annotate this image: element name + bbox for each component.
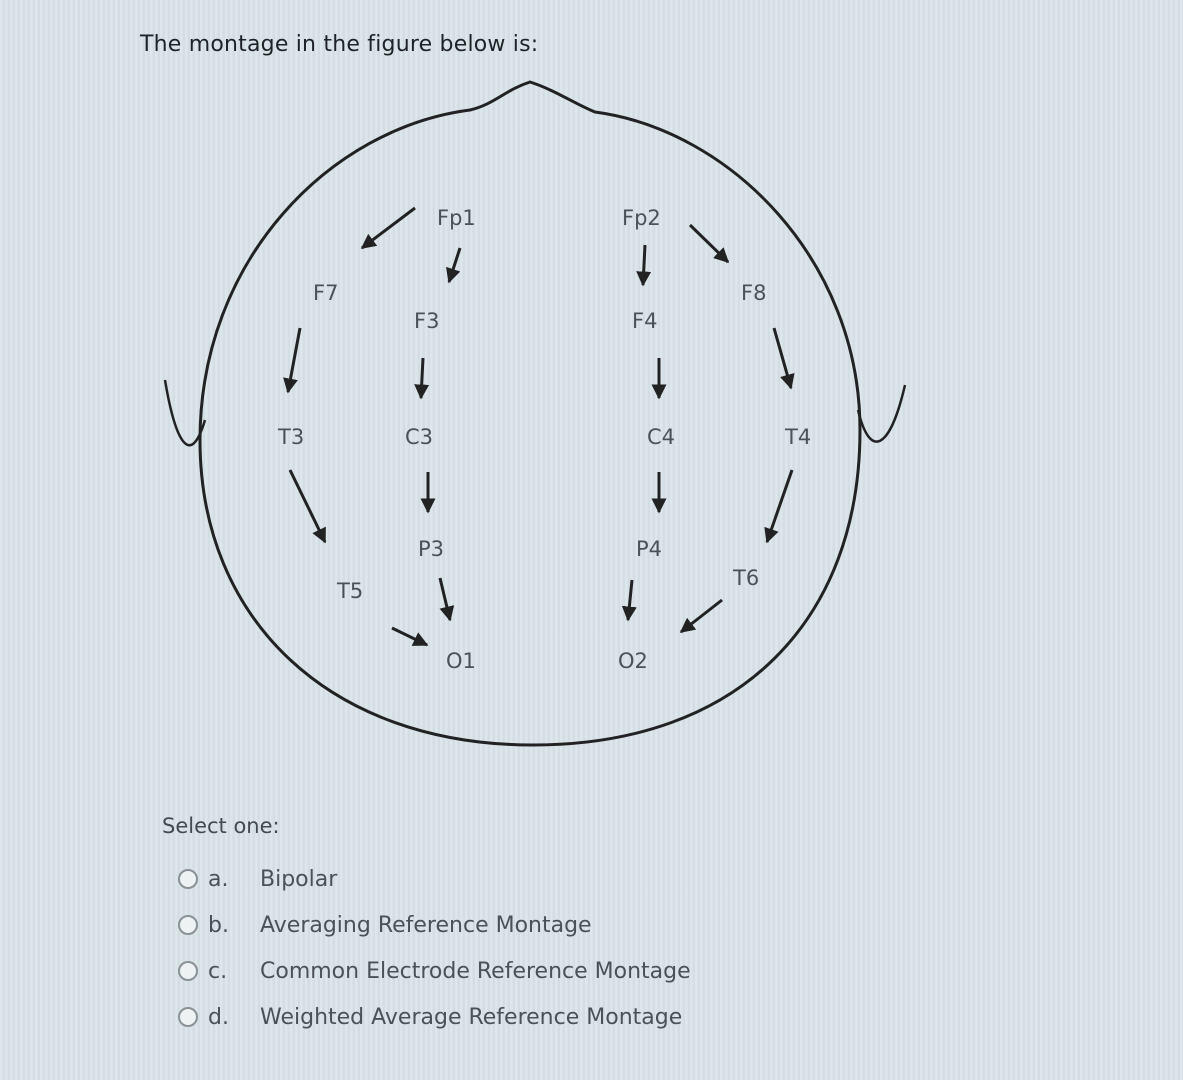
question-text: The montage in the figure below is: (140, 32, 539, 57)
option-b[interactable]: b. Averaging Reference Montage (178, 902, 691, 948)
arrow-p4-o2 (621, 579, 637, 622)
arrow-fp1-f7 (360, 206, 416, 250)
electrode-fp2: Fp2 (622, 206, 661, 230)
arrow-fp2-f4 (636, 244, 652, 287)
electrode-f7: F7 (313, 281, 338, 305)
arrow-fp1-f3 (446, 247, 462, 284)
electrode-c3: C3 (405, 425, 433, 449)
arrow-fp2-f8 (688, 223, 730, 264)
montage-arrows (283, 206, 795, 647)
radio-b[interactable] (178, 915, 198, 935)
electrode-o2: O2 (618, 649, 648, 673)
electrode-c4: C4 (647, 425, 675, 449)
right-ear (856, 384, 907, 443)
head-outline (198, 80, 862, 747)
electrode-p3: P3 (418, 537, 444, 561)
arrow-t6-o2 (679, 598, 723, 634)
electrode-f8: F8 (741, 281, 766, 305)
electrode-t5: T5 (336, 579, 363, 603)
arrow-t4-t6 (764, 469, 794, 544)
electrode-p4: P4 (636, 537, 662, 561)
left-ear (163, 379, 207, 447)
arrow-f7-t3 (283, 327, 302, 394)
electrode-t6: T6 (732, 566, 759, 590)
option-letter: a. (208, 866, 229, 892)
radio-d[interactable] (178, 1007, 198, 1027)
electrode-o1: O1 (446, 649, 476, 673)
electrode-t3: T3 (277, 425, 304, 449)
arrow-p3-o1 (438, 577, 455, 622)
option-label: Bipolar (260, 866, 338, 892)
montage-diagram: Fp1 Fp2 F7 F3 F4 F8 T3 C3 C4 T4 P3 P4 T5… (163, 80, 907, 747)
electrode-f4: F4 (632, 309, 657, 333)
arrow-f3-c3 (414, 357, 430, 400)
option-c[interactable]: c. Common Electrode Reference Montage (178, 948, 691, 994)
option-label: Averaging Reference Montage (260, 912, 592, 938)
radio-c[interactable] (178, 961, 198, 981)
option-label: Weighted Average Reference Montage (260, 1004, 683, 1030)
radio-a[interactable] (178, 869, 198, 889)
electrode-t4: T4 (784, 425, 811, 449)
electrode-f3: F3 (414, 309, 439, 333)
option-letter: d. (208, 1004, 229, 1030)
option-a[interactable]: a. Bipolar (178, 856, 691, 902)
option-d[interactable]: d. Weighted Average Reference Montage (178, 994, 691, 1040)
answer-options: a. Bipolar b. Averaging Reference Montag… (178, 856, 691, 1040)
option-letter: c. (208, 958, 228, 984)
select-one-prompt: Select one: (162, 814, 280, 838)
arrow-t3-t5 (288, 469, 327, 544)
option-label: Common Electrode Reference Montage (260, 958, 691, 984)
arrow-t5-o1 (391, 626, 429, 647)
arrow-f8-t4 (772, 327, 795, 390)
electrode-fp1: Fp1 (437, 206, 476, 230)
option-letter: b. (208, 912, 229, 938)
